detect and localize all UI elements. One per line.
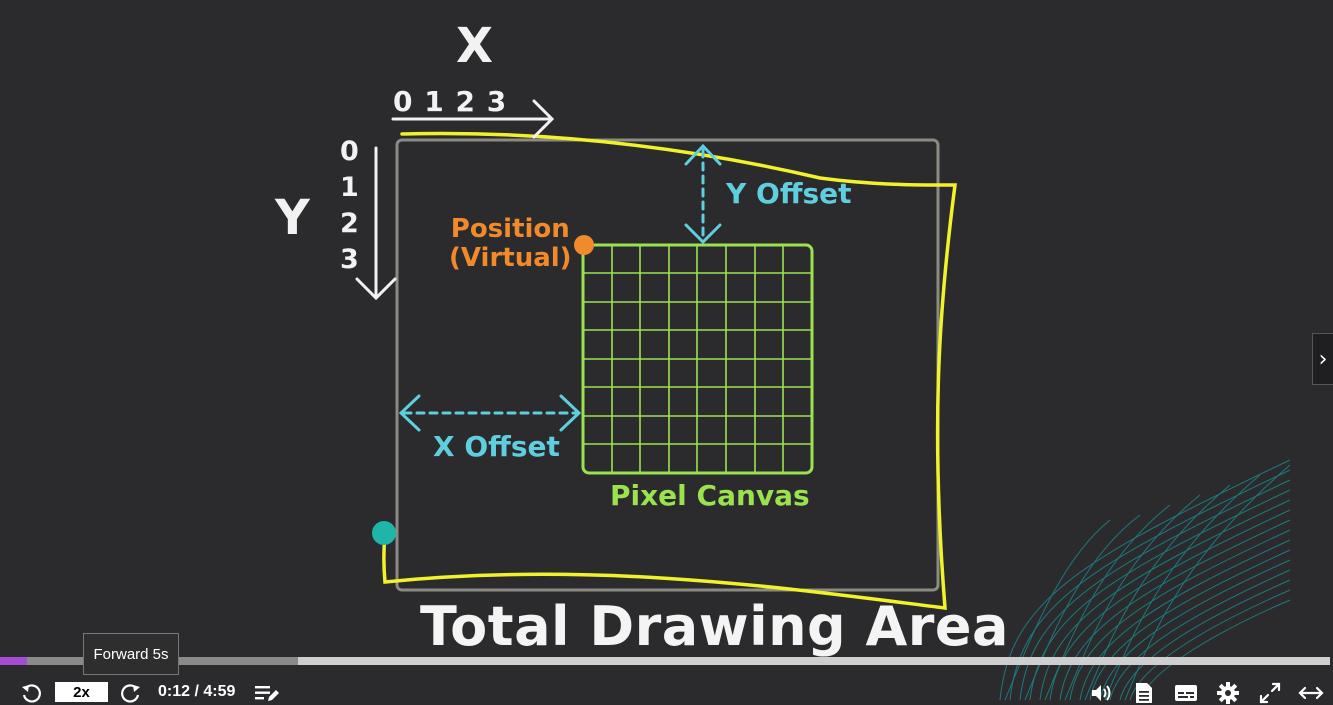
y-tick: 1 [340,172,359,203]
x-axis-ticks: 0 1 2 3 [393,85,508,118]
pixel-canvas-label: Pixel Canvas [610,479,810,512]
fullscreen-icon [1259,682,1281,704]
y-tick: 3 [340,244,359,275]
x-axis-arrow [391,99,555,139]
origin-marker-dot [372,521,396,545]
rewind-button[interactable] [18,666,44,704]
forward-5s-icon [121,684,140,703]
y-offset-arrow [684,143,722,245]
time-display: 0:12 / 4:59 [158,683,236,700]
player-controls: 2x 0:12 / 4:59 [0,666,1333,704]
gear-icon [1217,682,1239,704]
forward-button[interactable] [118,666,144,704]
playlist-edit-icon [255,686,279,701]
decorative-mesh [999,459,1291,701]
position-label-line1: Position [450,214,570,244]
x-offset-arrow [398,394,582,432]
y-offset-label: Y Offset [726,177,852,210]
y-tick: 2 [340,208,359,239]
progress-bar[interactable] [0,657,1330,665]
playback-speed-button[interactable]: 2x [55,682,108,702]
chevron-right-icon: › [1318,346,1328,372]
pixel-canvas-grid [581,243,814,475]
position-dot [574,235,594,255]
volume-button[interactable] [1089,666,1115,704]
expand-width-button[interactable] [1297,666,1325,704]
total-drawing-area-label: Total Drawing Area [420,595,1009,658]
progress-played [0,657,27,665]
captions-button[interactable] [1173,666,1199,704]
y-axis-title: Y [275,190,310,246]
notes-button[interactable] [253,666,281,704]
y-axis-arrow [355,146,397,301]
position-label-line2: (Virtual) [449,243,572,273]
fullscreen-button[interactable] [1257,666,1283,704]
transcript-icon [1136,683,1152,703]
x-offset-label: X Offset [433,430,560,463]
expand-horizontal-icon [1298,686,1324,700]
transcript-button[interactable] [1133,666,1155,704]
settings-button[interactable] [1215,666,1241,704]
x-axis-title: X [456,18,494,74]
forward-tooltip: Forward 5s [83,633,179,675]
total-area-box [395,138,940,592]
y-tick: 0 [340,136,359,167]
rewind-icon [22,684,41,703]
next-lesson-button[interactable]: › [1312,333,1333,385]
volume-icon [1092,685,1111,701]
position-label: Position (Virtual) [449,215,572,273]
captions-icon [1175,685,1197,701]
